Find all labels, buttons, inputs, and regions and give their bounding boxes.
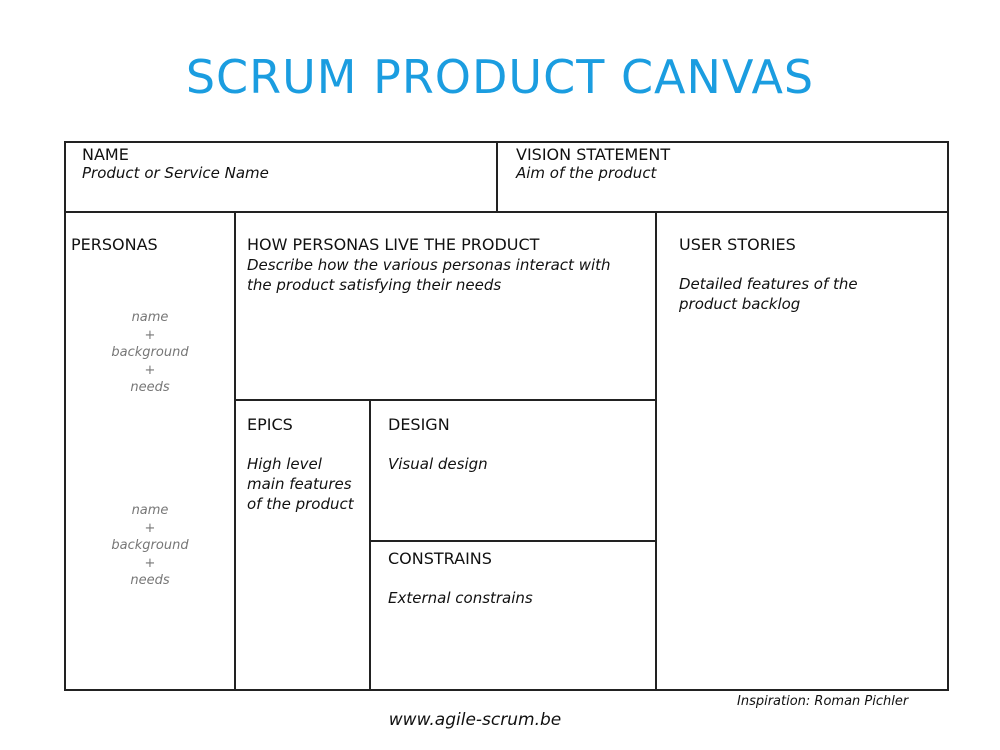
personas-heading: PERSONAS xyxy=(71,235,158,254)
stories-text: Detailed features of the product backlog xyxy=(679,275,858,313)
how-text: Describe how the various personas intera… xyxy=(247,256,611,294)
vision-text: Aim of the product xyxy=(516,164,657,182)
persona-block: name + background + needs xyxy=(65,309,235,397)
stories-heading: USER STORIES xyxy=(679,235,796,254)
persona-line: name xyxy=(131,310,169,325)
divider xyxy=(370,540,656,542)
divider xyxy=(655,212,657,690)
persona-line: needs xyxy=(130,380,170,395)
persona-line: + xyxy=(144,555,156,571)
how-heading: HOW PERSONAS LIVE THE PRODUCT xyxy=(247,235,540,254)
persona-line: background xyxy=(111,538,189,553)
divider xyxy=(234,212,236,690)
divider xyxy=(65,211,949,213)
epics-heading: EPICS xyxy=(247,415,293,434)
divider xyxy=(496,141,498,213)
inspiration-credit: Inspiration: Roman Pichler xyxy=(737,694,909,709)
border-right xyxy=(947,141,949,691)
constrains-text: External constrains xyxy=(388,589,533,607)
persona-line: background xyxy=(111,345,189,360)
persona-line: + xyxy=(144,520,156,536)
design-heading: DESIGN xyxy=(388,415,450,434)
page-title: SCRUM PRODUCT CANVAS xyxy=(185,50,815,104)
vision-heading: VISION STATEMENT xyxy=(516,145,671,164)
persona-block: name + background + needs xyxy=(65,502,235,590)
persona-line: + xyxy=(144,362,156,378)
website-link[interactable]: www.agile-scrum.be xyxy=(388,710,562,730)
divider xyxy=(235,399,656,401)
persona-line: needs xyxy=(130,573,170,588)
border-left xyxy=(64,141,66,691)
persona-line: name xyxy=(131,503,169,518)
epics-text: High level main features of the product xyxy=(247,455,354,513)
name-text: Product or Service Name xyxy=(82,164,269,182)
border-bottom xyxy=(65,689,949,691)
persona-line: + xyxy=(144,327,156,343)
divider xyxy=(369,400,371,690)
constrains-heading: CONSTRAINS xyxy=(388,549,492,568)
design-text: Visual design xyxy=(388,455,488,473)
name-heading: NAME xyxy=(82,145,129,164)
border-top xyxy=(65,141,949,143)
